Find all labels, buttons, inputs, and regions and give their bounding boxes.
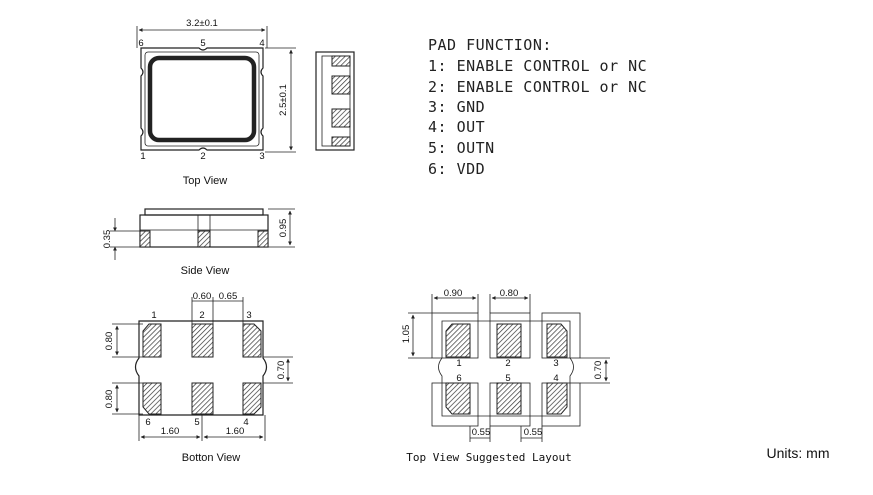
- side-view-caption: Side View: [181, 265, 230, 277]
- layout-dim-top-a: 0.90: [444, 288, 463, 299]
- bottom-view-dim-top-a: 0.60: [193, 291, 212, 302]
- top-view-pin-5: 5: [200, 38, 205, 49]
- bottom-view-dim-bottom-a: 1.60: [161, 426, 180, 437]
- side-view-dim-right: 0.95: [278, 219, 289, 238]
- top-view-height-dim: 2.5±0.1: [278, 84, 289, 116]
- bottom-view-dim-right: 0.70: [276, 361, 287, 380]
- end-view: [315, 51, 355, 151]
- pad-function-item: 4: OUT: [428, 118, 485, 136]
- bottom-view-dim-top-b: 0.65: [219, 291, 238, 302]
- bottom-view-dim-bottom-b: 1.60: [226, 426, 245, 437]
- layout-pad-1: [445, 323, 471, 358]
- top-view-pin-2: 2: [200, 151, 205, 162]
- pad-function-list: PAD FUNCTION: 1: ENABLE CONTROL or NC 2:…: [428, 36, 647, 178]
- layout-pad-4: [546, 382, 568, 415]
- side-view-pad-center: [197, 230, 211, 248]
- top-view-caption: Top View: [183, 175, 227, 187]
- layout-dim-right: 0.70: [593, 361, 604, 380]
- layout-pin-4: 4: [553, 373, 558, 384]
- end-view-pad: [331, 55, 351, 67]
- layout-dim-bottom-a: 0.55: [472, 427, 491, 438]
- layout-land-3: [541, 312, 581, 359]
- layout-package-outline: [438, 320, 574, 417]
- layout-pad-3: [546, 323, 568, 358]
- units-label: Units: mm: [767, 445, 830, 461]
- top-view-inner-ring: [144, 51, 260, 147]
- bottom-view-pad-4: [242, 382, 262, 415]
- end-view-pad: [331, 136, 351, 147]
- bottom-view-pin-5: 5: [194, 417, 199, 428]
- bottom-view-dim-left-bottom: 0.80: [104, 390, 115, 409]
- pad-function-item: 6: VDD: [428, 160, 485, 178]
- bottom-view-pin-1: 1: [151, 310, 156, 321]
- pad-function-item: 5: OUTN: [428, 139, 495, 157]
- side-view: 0.35 0.95 Side View: [102, 208, 295, 277]
- layout-land-1: [431, 312, 479, 359]
- bottom-view-pin-6: 6: [145, 417, 150, 428]
- bottom-view-caption: Botton View: [182, 452, 241, 464]
- bottom-view-pad-5: [191, 382, 214, 415]
- layout-pin-3: 3: [553, 358, 558, 369]
- bottom-view-pad-6: [142, 382, 162, 415]
- bottom-view-pad-3: [242, 323, 262, 358]
- layout-caption: Top View Suggested Layout: [406, 451, 572, 464]
- layout-dim-top-b: 0.80: [500, 288, 519, 299]
- layout-land-2: [489, 312, 531, 359]
- end-view-inner: [321, 55, 351, 147]
- top-view-outline: [140, 47, 264, 151]
- top-view-width-dim: 3.2±0.1: [186, 18, 218, 29]
- top-view-pin-6: 6: [138, 38, 143, 49]
- layout-dim-left: 1.05: [401, 325, 412, 344]
- end-view-pad: [331, 75, 351, 95]
- suggested-layout: 0.90 0.80 1.05 0.70 0.55 0.55 1 2 3 6 5 …: [401, 288, 610, 464]
- side-view-dim-left: 0.35: [102, 230, 113, 249]
- side-view-lid: [144, 208, 264, 216]
- layout-pad-2: [496, 323, 522, 358]
- top-view-lid: [147, 55, 257, 143]
- bottom-view-outline: [134, 320, 268, 416]
- layout-dim-bottom-b: 0.55: [524, 427, 543, 438]
- layout-pin-2: 2: [505, 358, 510, 369]
- bottom-view-pad-2: [191, 323, 214, 358]
- bottom-view-pad-1: [142, 323, 162, 358]
- bottom-view-pin-4: 4: [243, 417, 248, 428]
- layout-pin-5: 5: [505, 373, 510, 384]
- pad-function-item: 3: GND: [428, 98, 485, 116]
- pad-function-title: PAD FUNCTION:: [428, 36, 552, 54]
- bottom-view: 0.60 0.65 0.80 0.80 0.70 1.60 1.60 1 2 3…: [104, 291, 293, 464]
- layout-pad-5: [496, 382, 522, 415]
- side-view-pad-left: [139, 230, 151, 248]
- layout-pad-6: [445, 382, 471, 415]
- top-view-pin-3: 3: [259, 151, 264, 162]
- top-view-pin-1: 1: [140, 151, 145, 162]
- end-view-outline: [315, 51, 355, 151]
- pad-function-item: 2: ENABLE CONTROL or NC: [428, 78, 647, 96]
- layout-pin-6: 6: [456, 373, 461, 384]
- end-view-pad: [331, 108, 351, 128]
- bottom-view-pin-2: 2: [199, 310, 204, 321]
- side-view-pad-right: [257, 230, 269, 248]
- bottom-view-dim-left-top: 0.80: [104, 332, 115, 351]
- layout-pin-1: 1: [456, 358, 461, 369]
- pad-function-item: 1: ENABLE CONTROL or NC: [428, 57, 647, 75]
- top-view-pin-4: 4: [259, 38, 264, 49]
- top-view: 3.2±0.1 2.5±0.1 6 5 4 1 2 3 Top View: [136, 18, 296, 187]
- bottom-view-pin-3: 3: [246, 310, 251, 321]
